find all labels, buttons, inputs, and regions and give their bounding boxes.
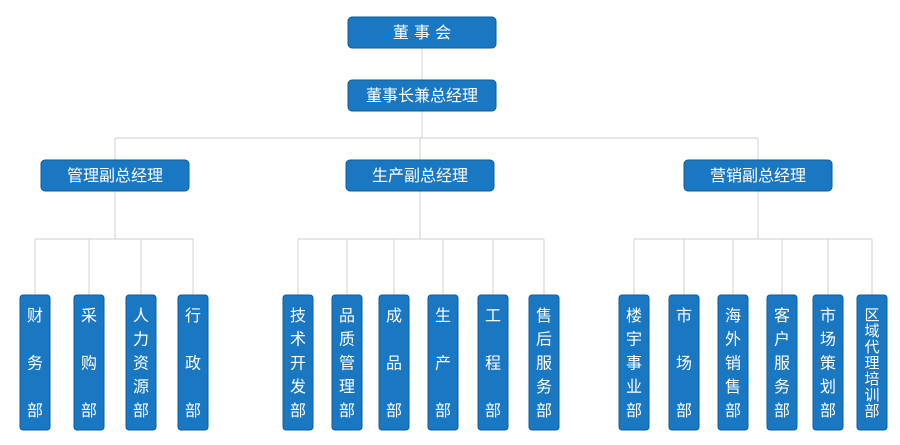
vp-marketing-box: 营销副总经理 — [683, 159, 833, 192]
department-box: 财务部 — [19, 294, 51, 431]
department-label: 人力资源部 — [133, 306, 149, 420]
vp-management-box: 管理副总经理 — [40, 159, 190, 192]
connector-lines — [34, 48, 873, 295]
vp-management-label: 管理副总经理 — [67, 166, 163, 185]
vp-production-box: 生产副总经理 — [345, 159, 495, 192]
department-label: 售后服务部 — [536, 306, 552, 420]
department-box: 采购部 — [73, 294, 105, 431]
department-box: 楼宇事业部 — [618, 294, 650, 431]
department-box: 品质管理部 — [331, 294, 363, 431]
department-box: 工程部 — [477, 294, 509, 431]
department-box: 行政部 — [177, 294, 209, 431]
department-label: 技术开发部 — [290, 306, 306, 420]
department-box: 成品部 — [378, 294, 410, 431]
department-label: 工程部 — [485, 306, 501, 420]
department-label: 品质管理部 — [339, 306, 355, 420]
board-label: 董 事 会 — [393, 23, 451, 42]
department-label: 采购部 — [81, 306, 97, 420]
department-box: 客户服务部 — [766, 294, 798, 431]
board-box: 董 事 会 — [347, 16, 497, 49]
department-box: 市场策划部 — [812, 294, 844, 431]
department-box: 技术开发部 — [282, 294, 314, 431]
vp-marketing-label: 营销副总经理 — [710, 166, 806, 185]
department-box: 市场部 — [668, 294, 700, 431]
department-label: 行政部 — [185, 306, 201, 420]
department-label: 成品部 — [386, 306, 402, 420]
chairman-box: 董事长兼总经理 — [347, 79, 497, 112]
department-box: 海外销售部 — [717, 294, 749, 431]
department-label: 市场部 — [676, 306, 692, 420]
chairman-label: 董事长兼总经理 — [366, 86, 478, 105]
department-box: 区域代理培训部 — [856, 294, 888, 431]
department-box: 生产部 — [427, 294, 459, 431]
department-box: 售后服务部 — [528, 294, 560, 431]
vp-production-label: 生产副总经理 — [372, 166, 468, 185]
department-label: 区域代理培训部 — [864, 306, 879, 420]
department-label: 财务部 — [27, 306, 43, 420]
department-label: 生产部 — [435, 306, 451, 420]
department-label: 客户服务部 — [774, 306, 790, 420]
department-box: 人力资源部 — [125, 294, 157, 431]
department-boxes: 财务部 采购部 人力资源部 行政部 技术开发部 品质管理部 成品部 生产部 工程部 售后服务部 楼宇… — [19, 294, 888, 431]
department-label: 海外销售部 — [725, 306, 741, 420]
department-label: 楼宇事业部 — [626, 306, 642, 420]
department-label: 市场策划部 — [820, 306, 836, 420]
